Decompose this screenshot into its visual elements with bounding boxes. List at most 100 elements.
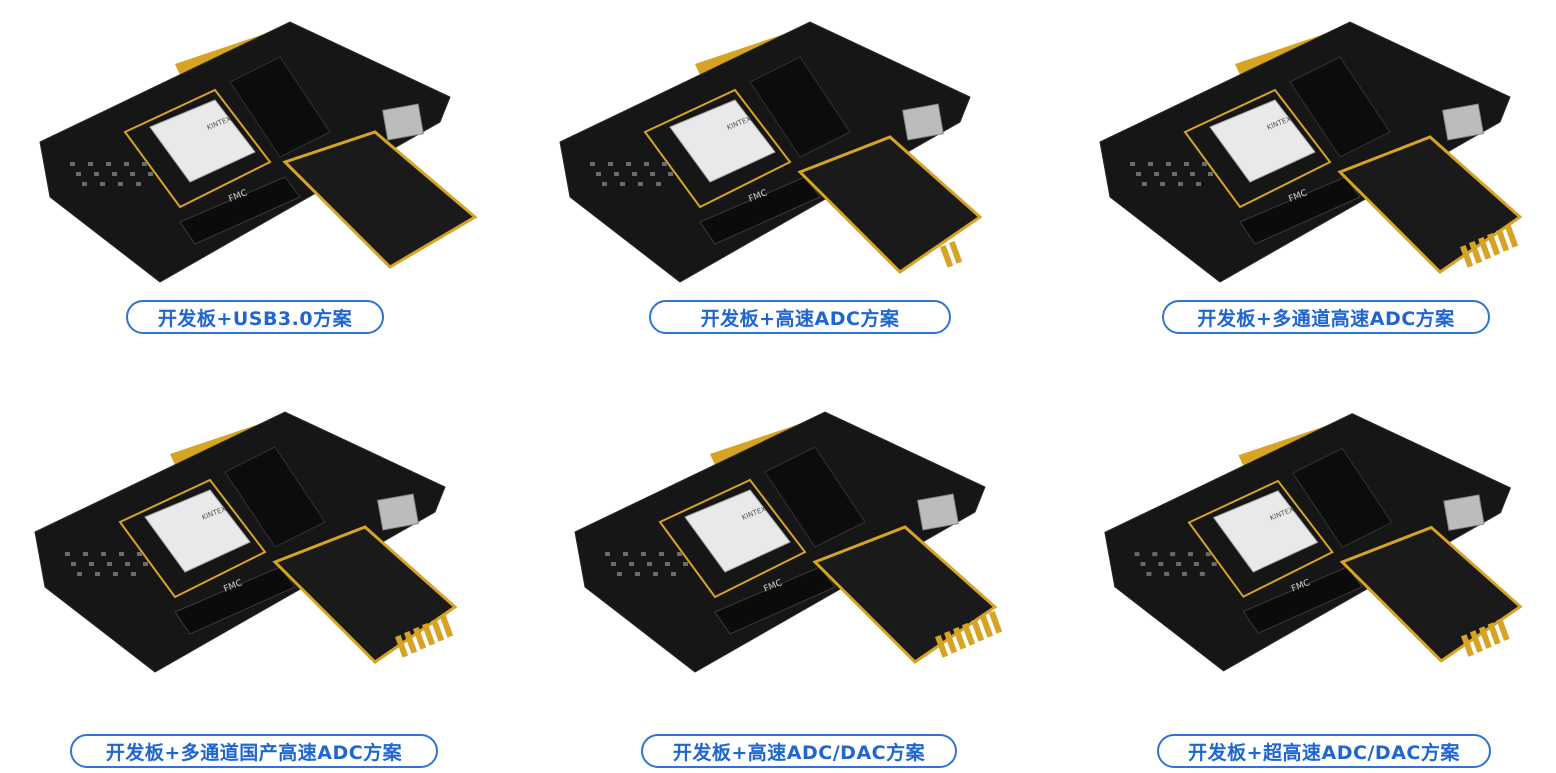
fpga-chip — [1209, 99, 1316, 183]
sma-connector — [971, 618, 985, 642]
smd-component — [671, 572, 676, 576]
smd-component — [650, 172, 655, 176]
smd-component — [125, 562, 130, 566]
smd-component — [95, 572, 100, 576]
smd-component — [638, 182, 643, 186]
adc-addon-card — [797, 135, 983, 274]
adc-addon-card — [1339, 525, 1523, 663]
smd-component — [82, 182, 87, 186]
caption-label: 开发板+高速ADC/DAC方案 — [641, 734, 957, 768]
smd-component — [665, 562, 670, 566]
smd-component — [629, 562, 634, 566]
fpga-frame — [123, 88, 272, 209]
usb3-addon-card — [282, 130, 478, 269]
fpga-chip — [149, 99, 256, 183]
sma-connector — [1469, 240, 1483, 264]
fpga-frame — [658, 478, 807, 599]
smd-component — [623, 552, 628, 556]
smd-component — [602, 182, 607, 186]
smd-component — [644, 162, 649, 166]
smd-component — [683, 562, 688, 566]
adc-addon-card — [272, 525, 458, 664]
smd-component — [605, 552, 610, 556]
smd-component — [106, 162, 111, 166]
board-connector — [229, 56, 331, 158]
caption-label: 开发板+USB3.0方案 — [126, 300, 384, 334]
smd-component — [77, 572, 82, 576]
sma-connector — [980, 614, 994, 638]
smd-component — [1172, 172, 1177, 176]
smd-component — [590, 162, 595, 166]
sma-connector — [1478, 626, 1492, 649]
smd-component — [617, 572, 622, 576]
fmc-connector — [699, 176, 821, 245]
sma-connector — [953, 626, 967, 650]
smd-component — [659, 552, 664, 556]
sma-connector — [1460, 634, 1474, 657]
fmc-connector — [174, 566, 296, 635]
sma-connector — [1487, 232, 1501, 256]
fmc-connector — [714, 566, 836, 635]
smd-component — [1140, 562, 1146, 567]
smd-component — [1136, 172, 1141, 176]
caption-label: 开发板+超高速ADC/DAC方案 — [1157, 734, 1491, 768]
fpga-frame — [1183, 88, 1332, 209]
sma-connector — [440, 614, 454, 638]
smd-component — [1154, 172, 1159, 176]
fpga-frame — [118, 478, 267, 599]
smd-component — [142, 162, 147, 166]
smd-component — [71, 562, 76, 566]
smd-component — [65, 552, 70, 556]
smd-component — [608, 162, 613, 166]
smd-component — [1199, 571, 1205, 576]
sma-connector — [944, 630, 958, 654]
adc-addon-card — [812, 525, 998, 664]
ethernet-jack — [902, 103, 944, 141]
sma-connector — [940, 244, 954, 268]
sma-connector — [962, 622, 976, 646]
smd-component — [614, 172, 619, 176]
smd-component — [1146, 571, 1152, 576]
fpga-frame — [643, 88, 792, 209]
sma-connector — [404, 630, 418, 654]
board-connector — [764, 446, 866, 548]
smd-component — [1148, 162, 1153, 166]
smd-component — [143, 562, 148, 566]
board-connector — [749, 56, 851, 158]
smd-component — [107, 562, 112, 566]
smd-component — [1170, 552, 1176, 557]
smd-component — [1208, 172, 1213, 176]
board-connector — [1292, 447, 1393, 548]
smd-component — [1160, 182, 1165, 186]
fpga-chip — [684, 489, 791, 573]
fmc-connector — [1239, 176, 1361, 245]
sma-connector — [1496, 618, 1510, 641]
sma-connector — [1460, 244, 1474, 268]
fmc-connector — [1242, 566, 1363, 634]
smd-component — [131, 572, 136, 576]
smd-component — [101, 552, 106, 556]
sma-connector — [1477, 236, 1492, 260]
smd-component — [1182, 571, 1187, 576]
smd-component — [1158, 562, 1164, 567]
smd-component — [112, 172, 117, 176]
sma-connector — [412, 626, 427, 650]
sma-connector — [1469, 630, 1483, 653]
sma-connector — [430, 618, 445, 642]
smd-component — [124, 162, 129, 166]
smd-component — [620, 182, 625, 186]
smd-component — [136, 182, 141, 186]
smd-component — [1176, 562, 1182, 567]
fmc-connector — [179, 176, 301, 245]
smd-component — [1184, 162, 1189, 166]
smd-component — [94, 172, 99, 176]
smd-component — [1178, 182, 1183, 186]
